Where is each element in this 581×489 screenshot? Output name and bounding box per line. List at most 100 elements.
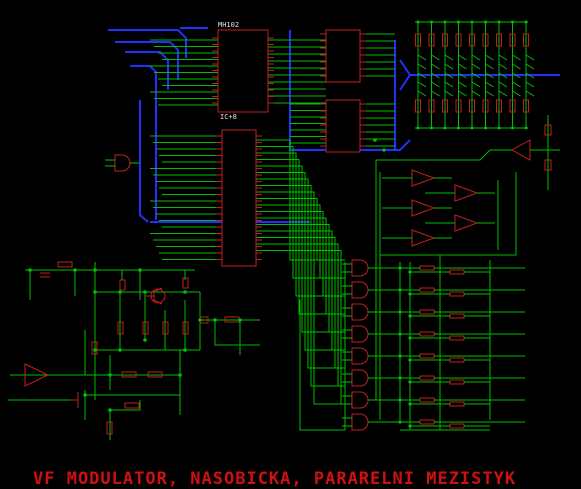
wire (256, 178, 345, 369)
resistor (449, 269, 465, 275)
wire (256, 224, 345, 333)
analog-section (8, 154, 260, 440)
wire (380, 172, 517, 256)
resistor (419, 419, 435, 425)
wire (485, 81, 494, 88)
wire (471, 54, 481, 61)
resistor (455, 99, 462, 113)
wire (256, 165, 345, 333)
resistor (419, 309, 435, 315)
wire (431, 81, 440, 88)
wire (417, 81, 427, 88)
wire (471, 72, 481, 79)
wire (525, 63, 535, 70)
wire (417, 72, 427, 79)
wire (485, 63, 494, 70)
wire (512, 81, 521, 88)
ic-lower (221, 129, 257, 267)
wire (444, 90, 454, 97)
resistor (415, 33, 421, 47)
wire (256, 159, 345, 315)
logic-gate (351, 391, 369, 409)
resistor (419, 353, 435, 359)
logic-gate (351, 303, 369, 321)
wire (458, 72, 467, 79)
wire (458, 81, 467, 88)
wire (256, 146, 345, 279)
wire (444, 54, 454, 61)
resistor (419, 375, 435, 381)
wire (417, 63, 427, 70)
wire (431, 63, 440, 70)
resistor (509, 33, 516, 47)
resistor (496, 99, 502, 113)
wire (444, 72, 454, 79)
wire (256, 191, 345, 405)
resistor (469, 99, 475, 113)
logic-gate (351, 347, 369, 365)
resistor (415, 99, 421, 113)
wire (485, 90, 494, 97)
logic-gate (351, 259, 369, 277)
resistor (482, 99, 489, 113)
wire (498, 54, 508, 61)
wire (431, 72, 440, 79)
resistor (449, 401, 465, 407)
wire (417, 90, 427, 97)
wire (525, 81, 535, 88)
amplifier (411, 169, 436, 187)
ic-upper: MH102 IC+8 (217, 21, 269, 121)
junction-dots (28, 20, 528, 428)
wire (512, 90, 521, 97)
logic-gate (351, 325, 369, 343)
wire (458, 63, 467, 70)
resistor (419, 287, 435, 293)
resistor (449, 423, 465, 429)
resistor (419, 265, 435, 271)
wire (498, 90, 508, 97)
resistor (449, 313, 465, 319)
wire (458, 54, 467, 61)
resistor (482, 33, 489, 47)
interconnect-wires (256, 33, 395, 405)
schematic-title: VF MODULATOR, NASOBICKA, PARARELNI MEZIS… (33, 469, 516, 489)
ic-center-top (325, 29, 361, 83)
resistor (449, 291, 465, 297)
resistor (449, 357, 465, 363)
wire (471, 63, 481, 70)
wire (299, 262, 346, 431)
wire (485, 72, 494, 79)
resistor (419, 331, 435, 337)
resistor (523, 99, 529, 113)
gate-ladder (299, 255, 525, 431)
wire (471, 81, 481, 88)
wire (256, 172, 345, 351)
wire (256, 211, 345, 297)
input-wires (150, 39, 222, 260)
wire (512, 72, 521, 79)
ic-upper-pins (212, 37, 274, 104)
logic-gate (351, 281, 369, 299)
wire (498, 81, 508, 88)
resistor (449, 335, 465, 341)
resistor (523, 33, 529, 47)
wire (256, 237, 345, 369)
amplifier (411, 229, 436, 247)
resistor (428, 99, 435, 113)
wire (256, 185, 345, 387)
wire (444, 63, 454, 70)
wire (458, 90, 467, 97)
ic-center-pins (320, 33, 366, 147)
resistor (469, 33, 475, 47)
wire (471, 90, 481, 97)
output-buffer (376, 115, 560, 190)
amplifier-triangles (375, 160, 517, 420)
amplifier (454, 184, 479, 202)
resistor-array (415, 21, 535, 129)
amplifier (454, 214, 479, 232)
ic-center-bottom (325, 99, 361, 153)
wire (256, 198, 345, 261)
logic-gate (351, 413, 369, 431)
wire (444, 81, 454, 88)
